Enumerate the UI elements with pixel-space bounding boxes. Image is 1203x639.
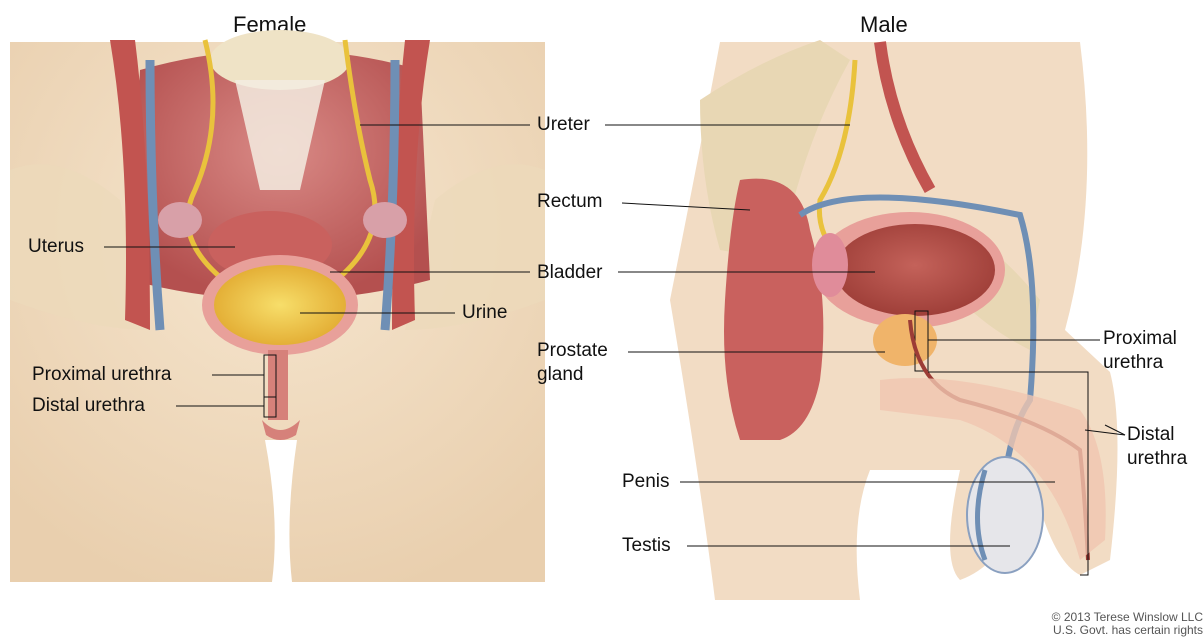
label-ureter: Ureter	[537, 114, 590, 136]
label-bladder: Bladder	[537, 262, 603, 284]
female-urine	[214, 265, 346, 345]
female-urethra	[268, 350, 288, 420]
label-male-distal-urethra-line2: urethra	[1127, 448, 1187, 470]
male-bladder	[835, 224, 995, 316]
label-male-proximal-urethra-line2: urethra	[1103, 352, 1163, 374]
label-penis: Penis	[622, 471, 670, 493]
label-male-distal-urethra-line1: Distal	[1127, 424, 1175, 446]
label-male-proximal-urethra-line1: Proximal	[1103, 328, 1177, 350]
label-female-distal-urethra: Distal urethra	[32, 395, 145, 417]
male-prostate	[873, 314, 937, 366]
label-female-proximal-urethra: Proximal urethra	[32, 364, 171, 386]
female-left-ovary	[158, 202, 202, 238]
copyright-notice: © 2013 Terese Winslow LLC U.S. Govt. has…	[1052, 611, 1203, 637]
male-panel	[670, 40, 1118, 600]
label-prostate-gland-line1: Prostate	[537, 340, 608, 362]
label-uterus: Uterus	[28, 236, 84, 258]
label-urine: Urine	[462, 302, 507, 324]
label-rectum: Rectum	[537, 191, 602, 213]
female-right-ovary	[363, 202, 407, 238]
label-prostate-gland-line2: gland	[537, 364, 584, 386]
copyright-line2: U.S. Govt. has certain rights	[1052, 624, 1203, 637]
label-testis: Testis	[622, 535, 671, 557]
male-seminal-vesicle	[812, 233, 848, 297]
